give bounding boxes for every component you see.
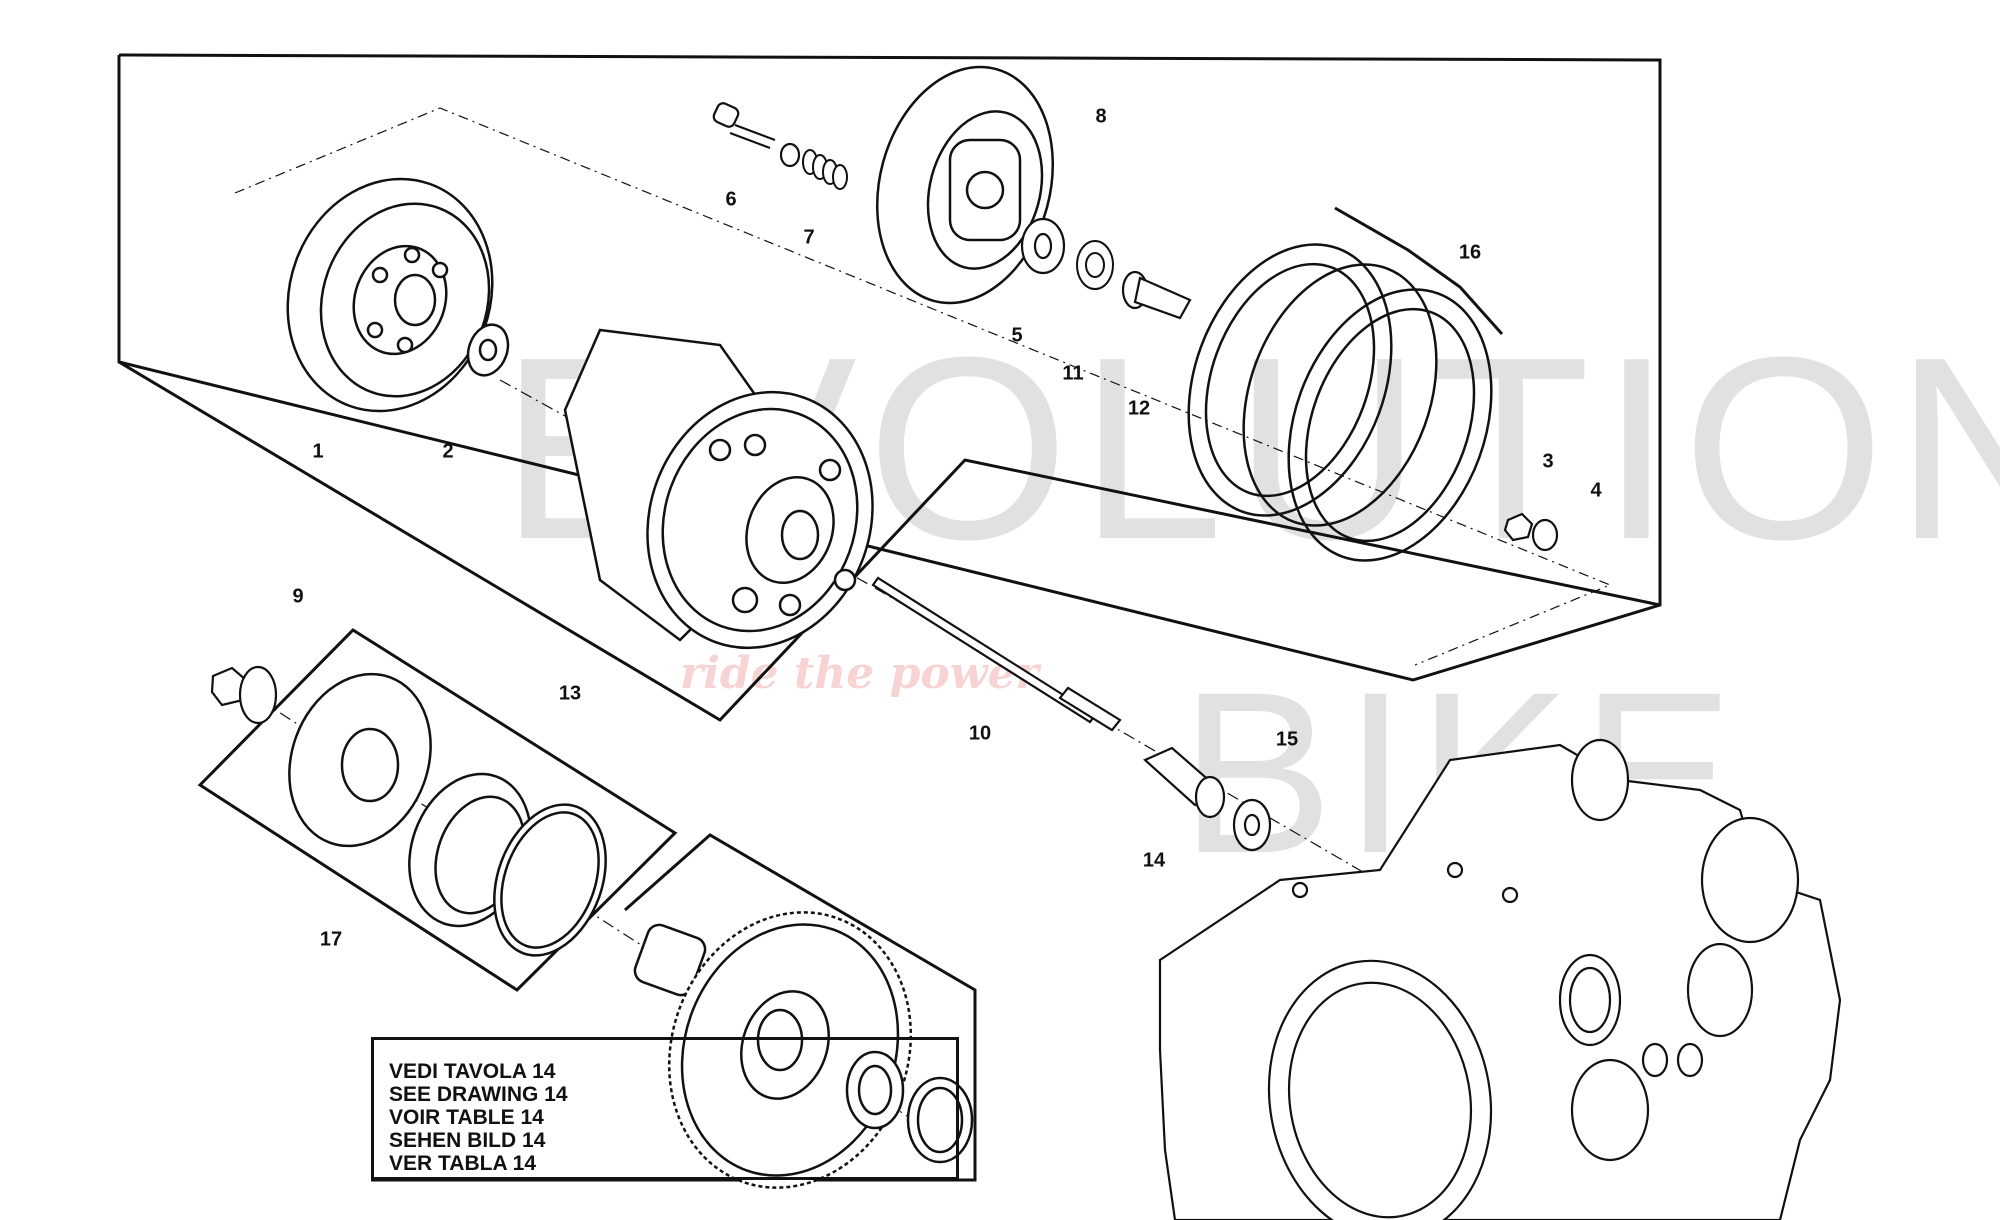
note-line-en: SEE DRAWING 14	[389, 1083, 568, 1106]
reference-note-box: VEDI TAVOLA 14 SEE DRAWING 14 VOIR TABLE…	[371, 1037, 959, 1180]
callout-12[interactable]: 12	[1127, 397, 1151, 420]
crankcase-half	[1158, 738, 1842, 1220]
part-8-pressure-plate-cap	[875, 65, 1055, 305]
part-16-clutch-plates	[1187, 206, 1504, 562]
part-13-clutch-basket	[563, 328, 874, 650]
callout-10[interactable]: 10	[968, 722, 992, 745]
callout-5[interactable]: 5	[1011, 324, 1023, 347]
note-line-fr: VOIR TABLE 14	[389, 1106, 544, 1129]
note-line-es: VER TABLA 14	[389, 1152, 537, 1175]
part-5-washer	[1020, 217, 1066, 275]
part-7-spring	[802, 149, 848, 190]
callout-8[interactable]: 8	[1095, 105, 1107, 128]
callout-6[interactable]: 6	[725, 188, 737, 211]
part-10-pushrod	[871, 576, 1122, 732]
axis-dashed-frame	[234, 107, 1612, 666]
part-6-bolt	[712, 102, 801, 168]
frame-17	[197, 628, 678, 992]
callout-4[interactable]: 4	[1590, 479, 1602, 502]
callout-7[interactable]: 7	[803, 226, 815, 249]
note-line-de: SEHEN BILD 14	[389, 1129, 546, 1152]
note-line-it: VEDI TAVOLA 14	[389, 1060, 556, 1083]
callout-2[interactable]: 2	[442, 440, 454, 463]
part-2-lock-washer	[466, 323, 510, 377]
callout-13[interactable]: 13	[558, 682, 582, 705]
part-4-lock-washer	[1531, 518, 1559, 552]
part-14-bushing	[1143, 746, 1226, 819]
part-17-freewheel	[288, 672, 607, 957]
callout-9[interactable]: 9	[292, 585, 304, 608]
watermark-tagline: ride the power	[680, 648, 1039, 699]
part-9-nut	[210, 665, 278, 725]
callout-15[interactable]: 15	[1275, 728, 1299, 751]
part-15-washer	[1232, 798, 1272, 852]
callout-11[interactable]: 11	[1062, 362, 1084, 385]
starter-driven-gear	[633, 911, 974, 1189]
part-12-pushrod-piece	[1121, 270, 1192, 320]
part-3-nut	[1503, 512, 1534, 542]
callout-16[interactable]: 16	[1458, 241, 1482, 264]
part-11-thrust-bearing	[1076, 240, 1114, 290]
part-1-pressure-plate	[286, 177, 494, 413]
callout-17[interactable]: 17	[319, 928, 343, 951]
frame-upper	[117, 53, 1662, 682]
callout-14[interactable]: 14	[1142, 849, 1166, 872]
callout-1[interactable]: 1	[312, 440, 324, 463]
callout-3[interactable]: 3	[1542, 450, 1554, 473]
